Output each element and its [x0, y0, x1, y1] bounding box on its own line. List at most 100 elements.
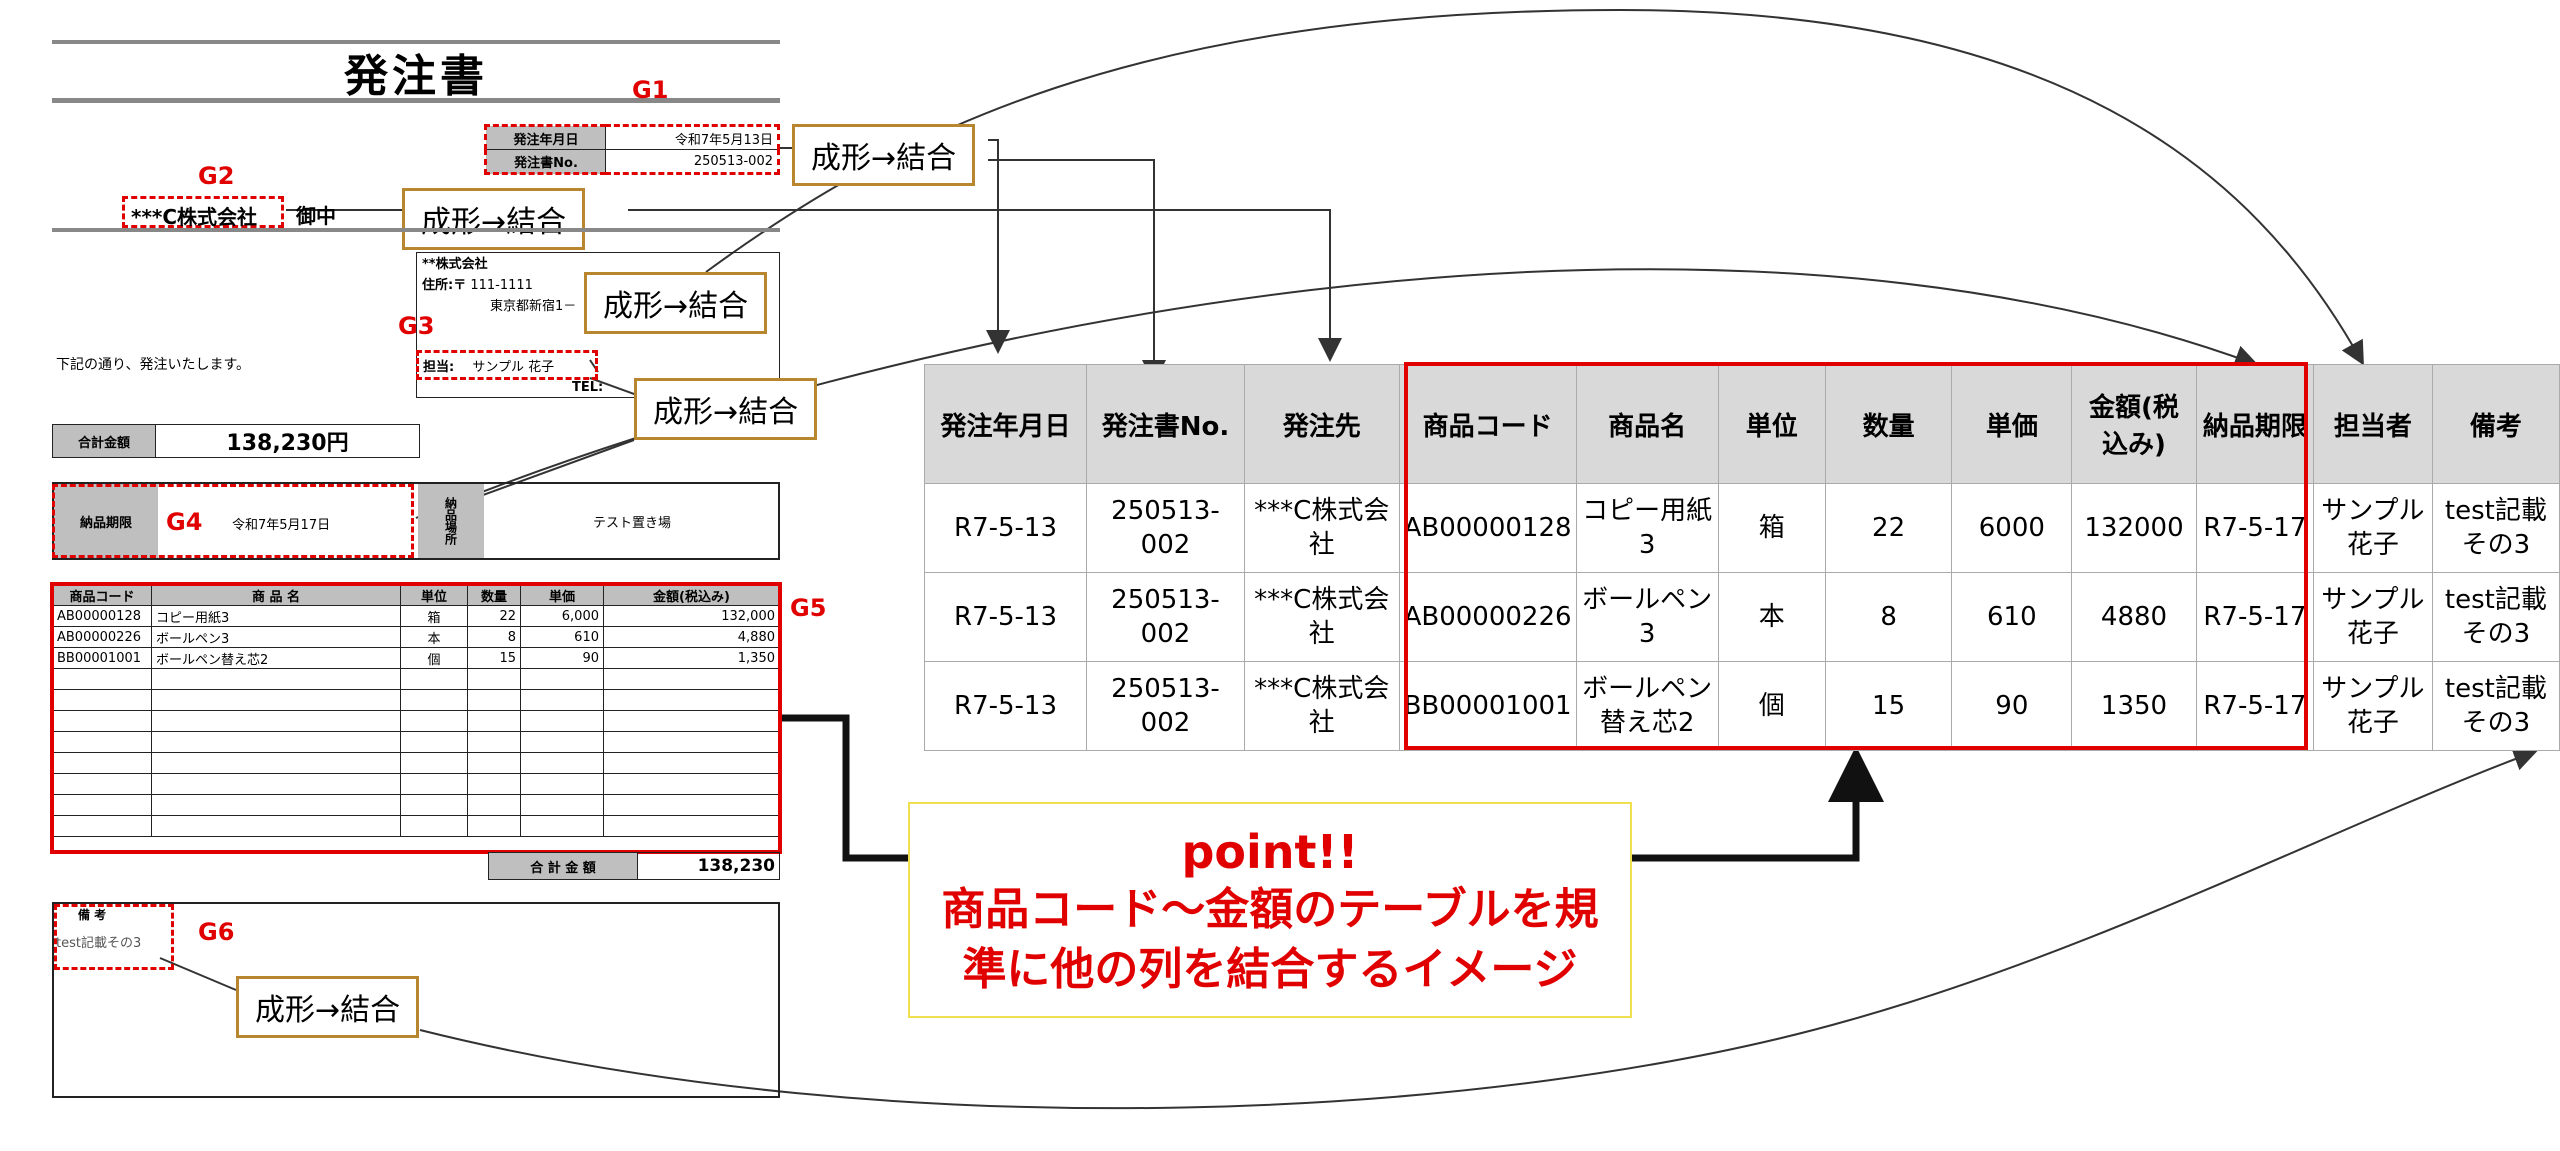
item-name: ボールペン3: [151, 626, 401, 648]
connector-g5-bracket: [782, 714, 910, 862]
result-cell: 1350: [2071, 661, 2197, 751]
item-name: ボールペン替え芯2: [151, 647, 401, 669]
delivery-label: 納品期限: [54, 484, 158, 558]
total-label: 合計金額: [52, 424, 156, 458]
vendor-address: 東京都新宿1－: [490, 299, 577, 314]
result-cell: 610: [1951, 572, 2073, 662]
item-code: BB00001001: [52, 647, 152, 669]
empty-row: [52, 815, 780, 837]
empty-row: [52, 794, 780, 816]
empty-row: [52, 689, 780, 711]
table-row: AB00000128 コピー用紙3 箱 22 6,000 132,000: [52, 605, 780, 627]
connector-g1-no: [988, 159, 1166, 384]
order-date-label: 発注年月日: [484, 125, 607, 150]
empty-row: [52, 710, 780, 732]
result-cell: R7-5-17: [2195, 483, 2315, 573]
tel-label: TEL:: [572, 380, 604, 395]
result-cell: 132000: [2071, 483, 2197, 573]
delivery-value: 令和7年5月17日: [232, 518, 331, 533]
item-qty: 22: [467, 605, 521, 627]
place-value: テスト置き場: [592, 515, 671, 531]
result-cell: 15: [1824, 661, 1953, 751]
result-header: 商品名: [1575, 364, 1719, 484]
item-amount: 1,350: [603, 647, 780, 669]
vendor-name: **株式会社: [422, 257, 488, 272]
result-cell: ***C株式会社: [1243, 483, 1400, 573]
result-header: 商品コード: [1398, 364, 1577, 484]
result-cell: test記載その3: [2431, 483, 2560, 573]
remarks-highlight: [54, 904, 174, 970]
remarks-value: test記載その3: [56, 936, 142, 951]
result-cell: R7-5-13: [923, 661, 1088, 751]
group-label-g1: G1: [632, 76, 669, 104]
result-cell: R7-5-13: [923, 572, 1088, 662]
result-cell: ボールペン替え芯2: [1575, 661, 1719, 751]
vendor-block: **株式会社 住所:〒 111-1111 東京都新宿1－: [422, 254, 576, 317]
items-header-row: 商品コード 商 品 名 単位 数量 単価 金額(税込み): [52, 584, 780, 606]
point-title: point!!: [1181, 825, 1359, 879]
point-line-2: 準に他の列を結合するイメージ: [962, 944, 1578, 995]
result-cell: 250513-002: [1086, 661, 1245, 751]
items-table: 商品コード 商 品 名 単位 数量 単価 金額(税込み) AB00000128 …: [52, 584, 780, 837]
result-cell: サンプル花子: [2313, 572, 2433, 662]
result-cell: R7-5-17: [2195, 572, 2315, 662]
table-row: BB00001001 ボールペン替え芯2 個 15 90 1,350: [52, 647, 780, 669]
result-cell: AB00000128: [1398, 483, 1577, 573]
vendor-zip: 111-1111: [470, 278, 533, 293]
intro-text: 下記の通り、発注いたします。: [56, 357, 251, 373]
vendor-box: [416, 252, 780, 398]
result-header: 発注書No.: [1086, 364, 1245, 484]
result-cell: 個: [1717, 661, 1826, 751]
group-label-g4: G4: [166, 508, 203, 536]
contact-name: サンプル 花子: [472, 360, 555, 375]
result-cell: 4880: [2071, 572, 2197, 662]
result-cell: 250513-002: [1086, 483, 1245, 573]
result-cell: サンプル花子: [2313, 661, 2433, 751]
empty-row: [52, 752, 780, 774]
item-price: 6,000: [520, 605, 604, 627]
form-title: 発注書: [344, 51, 488, 102]
result-cell: 箱: [1717, 483, 1826, 573]
result-header-row: 発注年月日 発注書No. 発注先 商品コード 商品名 単位 数量 単価 金額(税…: [923, 364, 2560, 484]
table-row: R7-5-13 250513-002 ***C株式会社 AB00000128 コ…: [923, 483, 2560, 573]
item-amount: 4,880: [603, 626, 780, 648]
recipient-name: ***C株式会社: [122, 196, 284, 229]
callout-g4: 成形→結合: [634, 378, 818, 440]
sum-value: 138,230: [637, 852, 780, 880]
order-date-value: 令和7年5月13日: [605, 125, 779, 150]
order-no-label: 発注書No.: [484, 149, 607, 174]
item-unit: 箱: [400, 605, 468, 627]
connector-point-arrow: [1632, 746, 1884, 862]
result-cell: BB00001001: [1398, 661, 1577, 751]
result-header: 担当者: [2313, 364, 2433, 484]
delivery-highlight: [52, 484, 414, 558]
group-label-g6: G6: [198, 918, 235, 946]
group-label-g2: G2: [198, 162, 235, 190]
items-header: 数量: [467, 584, 521, 606]
result-cell: 22: [1824, 483, 1953, 573]
total-value: 138,230円: [155, 424, 420, 458]
place-label: 納品場所: [418, 484, 484, 558]
connector-g2: [628, 209, 1342, 362]
result-cell: コピー用紙3: [1575, 483, 1719, 573]
result-highlight: [1404, 362, 2308, 750]
item-code: AB00000226: [52, 626, 152, 648]
result-header: 数量: [1824, 364, 1953, 484]
result-cell: サンプル花子: [2313, 483, 2433, 573]
result-cell: 本: [1717, 572, 1826, 662]
result-header: 納品期限: [2195, 364, 2315, 484]
total-table: 合計金額 138,230円: [52, 424, 420, 458]
result-cell: R7-5-17: [2195, 661, 2315, 751]
connector-g3-curve: [705, 8, 2364, 366]
result-cell: test記載その3: [2431, 572, 2560, 662]
contact-box: 担当: サンプル 花子: [416, 350, 598, 380]
sum-table: 合 計 金 額 138,230: [488, 852, 780, 880]
point-box: point!! 商品コード～金額のテーブルを規 準に他の列を結合するイメージ: [908, 802, 1632, 1018]
result-header: 金額(税込み): [2071, 364, 2197, 484]
item-code: AB00000128: [52, 605, 152, 627]
callout-g2: 成形→結合: [402, 188, 586, 250]
recipient-suffix: 御中: [296, 204, 336, 228]
order-info-table: 発注年月日 令和7年5月13日 発注書No. 250513-002: [484, 124, 780, 175]
order-no-value: 250513-002: [605, 149, 779, 174]
result-cell: 90: [1951, 661, 2073, 751]
